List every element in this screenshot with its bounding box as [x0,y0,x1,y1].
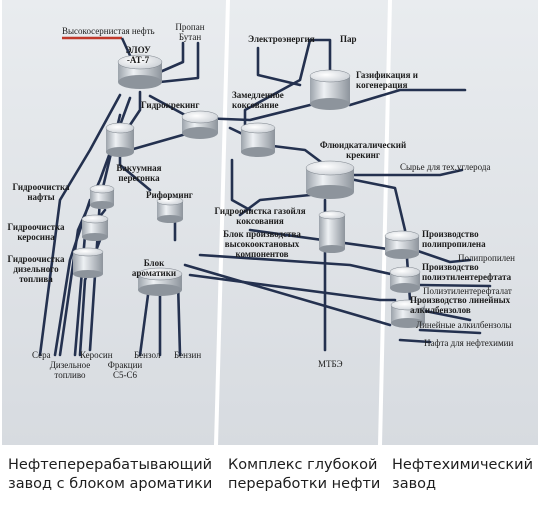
tanks [72,54,426,328]
label-gasification-line1: Газификация и [356,70,418,80]
label-diesel-line1: Дизельное [49,360,91,370]
label-fcc: Флюидкаталический крекинг [308,140,418,160]
label-mtbe: МТБЭ [318,359,343,369]
label-fcc-line2: крекинг [346,150,380,160]
label-naphtha-ht-line2: нафты [27,192,55,202]
label-naphtha-ht: Гидроочистка нафты [4,182,78,202]
label-diesel-ht-line1: Гидроочистка [7,254,65,264]
label-kerosene-ht-line2: керосина [17,232,55,242]
label-propane-butane: Пропан Бутан [172,22,208,42]
tank-kerosene-ht [81,214,109,241]
label-c5c6-line2: С5-С6 [112,370,137,380]
tank-reforming [156,196,184,223]
label-pp-line1: Производство [422,229,479,239]
caption-petchem-line1: Нефтехимический [392,457,534,473]
label-octane-line2: высокооктановых [224,239,300,249]
tank-diesel-ht [72,247,104,278]
caption-petrochemical: Нефтехимический завод [392,456,533,494]
background-panels [0,0,538,445]
label-lab-product: Линейные алкилбензолы [416,320,512,330]
caption-refinery-line1: Нефтеперерабатывающий [8,457,213,473]
label-vacuum-line2: перегонка [118,173,160,183]
label-elou: ЭЛОУ -АТ-7 [114,45,162,65]
label-octane-line3: компонентов [235,249,289,259]
label-c5c6: Фракции С5-С6 [102,360,148,380]
label-reforming: Риформинг [146,190,193,200]
label-diesel-ht-line2: дизельного [13,264,59,274]
label-pp-line2: полипропилена [422,239,486,249]
label-steam: Пар [340,34,357,44]
label-delayed-coking-line2: коксование [232,100,279,110]
caption-refinery: Нефтеперерабатывающий завод с блоком аро… [8,456,212,494]
label-pet-line1: Производство [422,262,479,272]
label-delayed-coking-line1: Замедленное [232,90,284,100]
label-benzene: Бензол [134,350,161,360]
caption-deep-processing: Комплекс глубокой переработки нефти [228,456,380,494]
label-fcc-line1: Флюидкаталический [319,140,407,150]
label-electricity: Электроэнергия [248,34,315,44]
label-gasification: Газификация и когенерация [356,70,418,90]
label-octane-line1: Блок производства [223,229,301,239]
label-gasoil-ht: Гидроочистка газойля коксования [196,206,324,226]
label-pet-line2: полиэтилентерефтата [422,272,512,282]
tank-delayed-coking [240,122,276,157]
pipelines [38,38,492,357]
label-pp-production: Производство полипропилена [422,229,486,249]
caption-deep-line2: переработки нефти [228,476,381,492]
label-lab-line1: Производство линейных [410,295,511,305]
tank-elou [117,54,163,89]
tank-gasification [309,69,351,110]
label-gasification-line2: когенерация [356,80,408,90]
label-diesel-ht: Гидроочистка дизельного топлива [0,254,72,284]
label-c5c6-line1: Фракции [107,360,143,370]
caption-petchem-line2: завод [392,476,437,492]
label-pet-production: Производство полиэтилентерефтата [422,262,511,282]
label-carbon-black-feed: Сырье для тех.углерода [400,162,491,172]
label-naphtha-petchem: Нафта для нефтехимии [424,338,514,348]
label-lab-production: Производство линейных алкилбензолов [410,295,510,315]
label-hydrocracking: Гидрокрекинг [141,100,200,110]
label-delayed-coking: Замедленное коксование [232,90,284,110]
label-diesel-line2: топливо [54,370,86,380]
label-aromatics-line1: Блок [143,258,165,268]
label-elou-line2: -АТ-7 [126,55,150,65]
tank-lab [390,299,426,328]
caption-deep-line1: Комплекс глубокой [228,457,378,473]
label-octane-block: Блок производства высокооктановых компон… [210,229,314,259]
label-diesel-ht-line3: топлива [19,274,53,284]
label-gasoil-ht-line1: Гидроочистка газойля [214,206,306,216]
panel-deep-processing [218,0,388,445]
tank-naphtha-ht [89,184,115,209]
tank-pet [389,266,421,293]
label-pet-product: Полиэтилентерефталат [423,286,512,296]
label-polypropylene: Полипропилен [458,253,515,263]
label-kerosene: Керосин [80,350,113,360]
label-elou-line1: ЭЛОУ [125,45,151,55]
label-aromatics-line2: ароматики [131,268,177,278]
tank-polypropylene [384,230,420,259]
panel-petrochemical [382,0,538,445]
label-sulfur: Сера [32,350,51,360]
label-aromatics: Блок ароматики [124,258,184,278]
label-naphtha-ht-line1: Гидроочистка [12,182,70,192]
label-high-sulfur-oil: Высокосернистая нефть [62,26,155,36]
label-vacuum-line1: Вакуумная [116,163,162,173]
tank-fcc [305,160,355,199]
caption-refinery-line2: завод с блоком ароматики [8,476,213,492]
label-butane: Бутан [178,32,202,42]
label-diesel: Дизельное топливо [44,360,96,380]
label-gasoline: Бензин [174,350,202,360]
label-kerosene-ht: Гидроочистка керосина [0,222,72,242]
label-kerosene-ht-line1: Гидроочистка [7,222,65,232]
label-vacuum: Вакуумная перегонка [104,163,174,183]
label-gasoil-ht-line2: коксования [236,216,284,226]
tank-vacuum [105,122,135,157]
label-lab-line2: алкилбензолов [410,305,471,315]
tank-gasoil-ht [318,210,346,253]
label-propane: Пропан [175,22,205,32]
tank-hydrocracking [181,110,219,139]
tank-aromatics [137,267,183,296]
